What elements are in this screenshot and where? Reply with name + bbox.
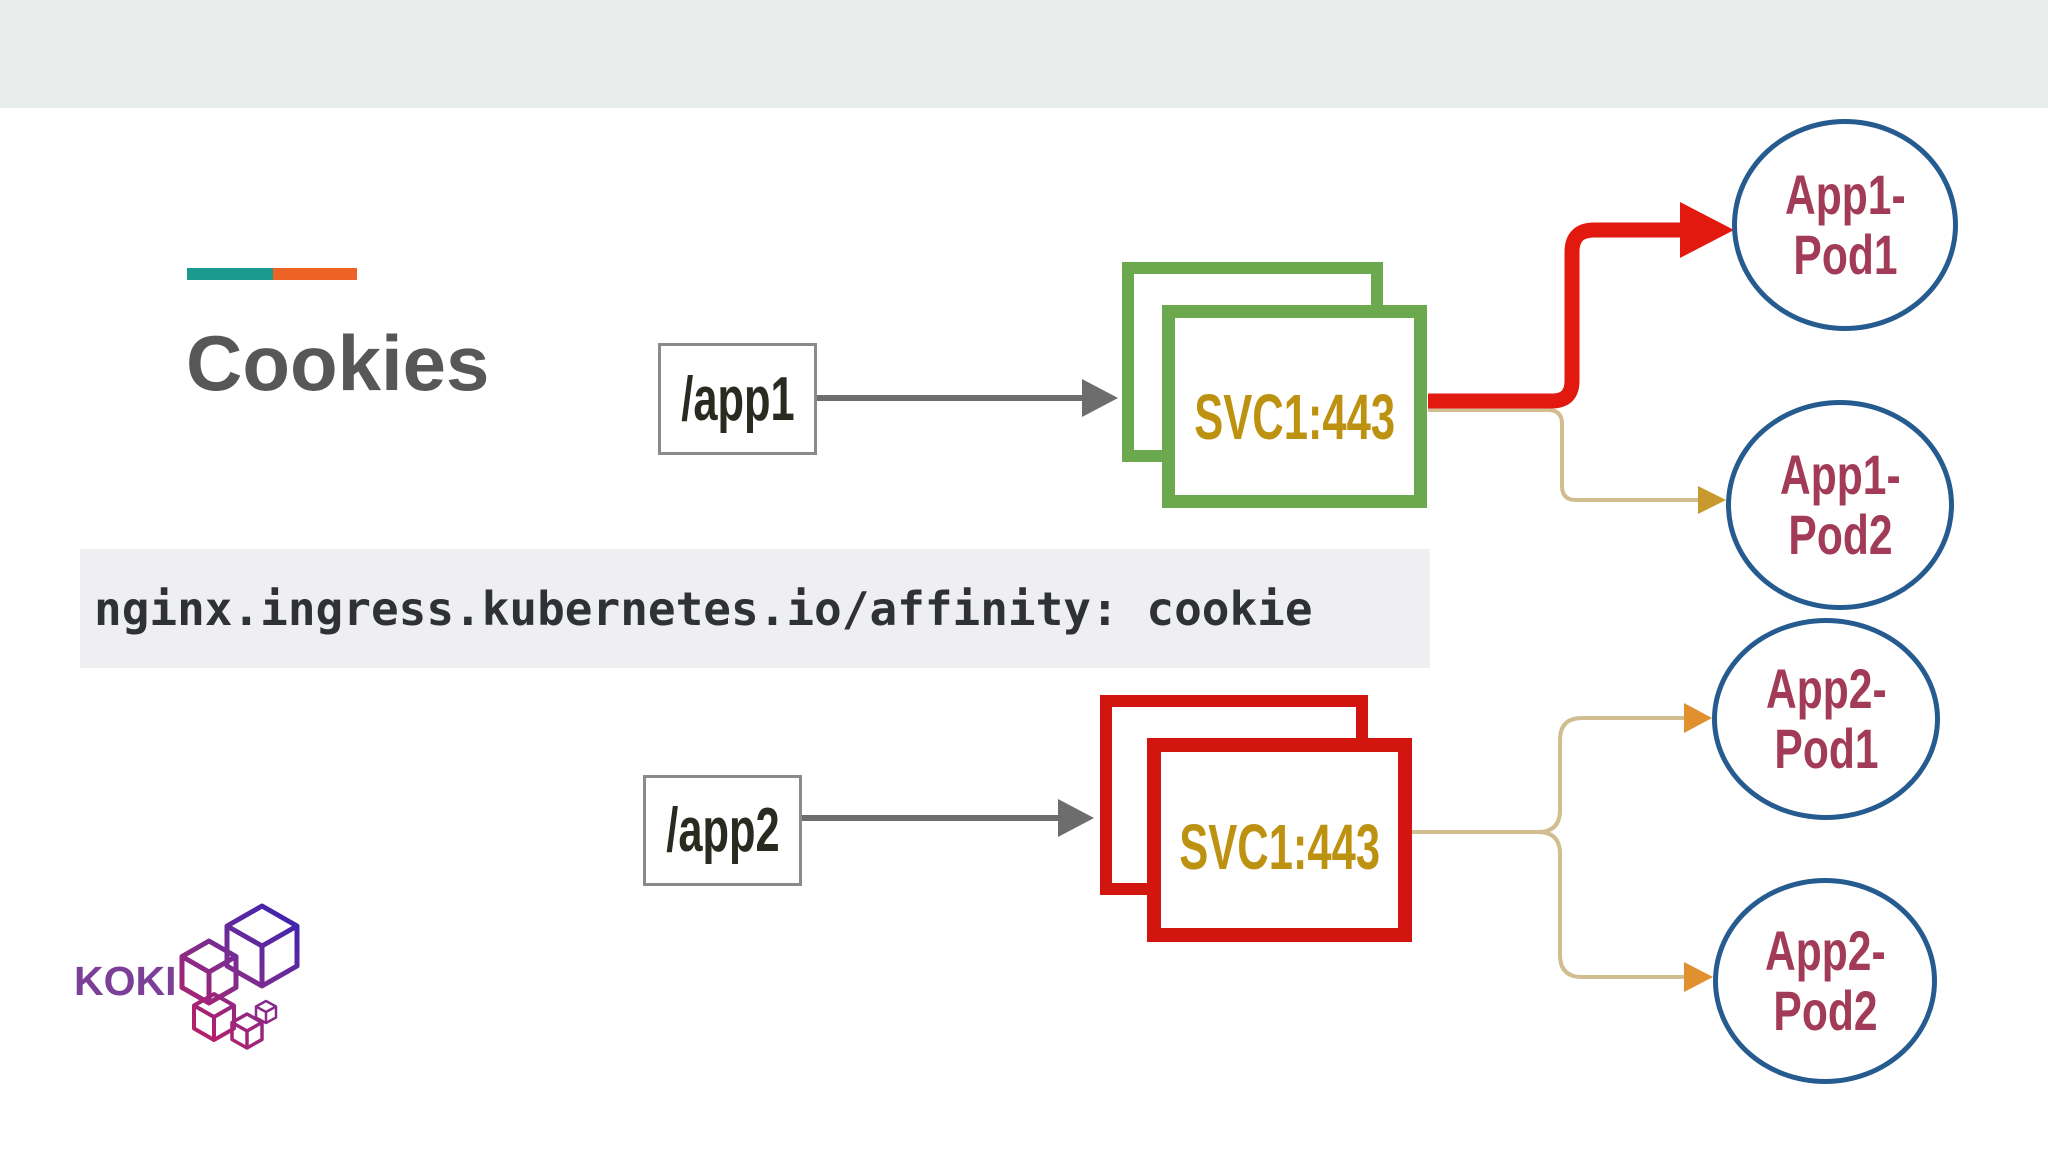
pod-circle-app2-pod2: App2- Pod2 [1713, 878, 1937, 1084]
service2-label: SVC1:443 [1179, 811, 1380, 883]
cube-lower-icon [192, 992, 236, 1042]
pod-label-line2: Pod1 [1773, 717, 1879, 780]
pod-label-line1: App1- [1779, 443, 1901, 506]
app2-to-svc-arrowhead-icon [1058, 799, 1094, 837]
pod-label-line2: Pod2 [1772, 979, 1878, 1042]
cube-small-icon [230, 1012, 264, 1050]
svc1-to-app1pod2-line [1428, 408, 1700, 502]
route-box-app1: /app1 [658, 343, 817, 455]
annotation-text: nginx.ingress.kubernetes.io/affinity: co… [94, 581, 1313, 636]
svc2-to-app2pod2-arrowhead-icon [1684, 962, 1713, 992]
pod-label-line1: App2- [1764, 919, 1886, 982]
pod-label-line2: Pod1 [1792, 223, 1898, 286]
annotation-bar: nginx.ingress.kubernetes.io/affinity: co… [80, 549, 1430, 668]
svc1-to-app1pod1-arrowhead-icon [1680, 202, 1734, 258]
route-box-app2: /app2 [643, 775, 802, 886]
pod-circle-app2-pod1: App2- Pod1 [1712, 618, 1940, 820]
route-label-app1: /app1 [680, 364, 795, 434]
header-bar [0, 0, 2048, 108]
cube-tiny-icon [254, 999, 278, 1025]
pod-label-line1: App2- [1765, 657, 1887, 720]
app1-to-svc-arrowhead-icon [1082, 379, 1118, 417]
svc1-to-app1pod2-arrowhead-icon [1698, 486, 1726, 514]
cube-medium-icon [179, 938, 239, 1006]
svc2-to-app2pod2-line [1412, 830, 1686, 979]
pod-circle-app1-pod1: App1- Pod1 [1732, 119, 1958, 331]
accent-bar-orange [273, 268, 357, 280]
svc2-to-app2pod1-line [1412, 716, 1686, 834]
service2-box: SVC1:443 [1147, 738, 1412, 942]
pod-label-line1: App1- [1784, 163, 1906, 226]
svc1-to-app1pod1-thick-line [1428, 222, 1686, 409]
pod-circle-app1-pod2: App1- Pod2 [1726, 400, 1954, 610]
service1-label: SVC1:443 [1194, 381, 1395, 453]
route-label-app2: /app2 [665, 796, 780, 865]
service1-box: SVC1:443 [1162, 305, 1427, 508]
pod-label-line2: Pod2 [1787, 503, 1893, 566]
koki-logo-text: KOKI [74, 958, 177, 1004]
page-title: Cookies [186, 319, 490, 407]
cube-large-icon [224, 903, 300, 989]
accent-bar-teal [187, 268, 273, 280]
koki-cubes-logo-icon [179, 903, 300, 1050]
svc2-to-app2pod1-arrowhead-icon [1684, 703, 1712, 733]
